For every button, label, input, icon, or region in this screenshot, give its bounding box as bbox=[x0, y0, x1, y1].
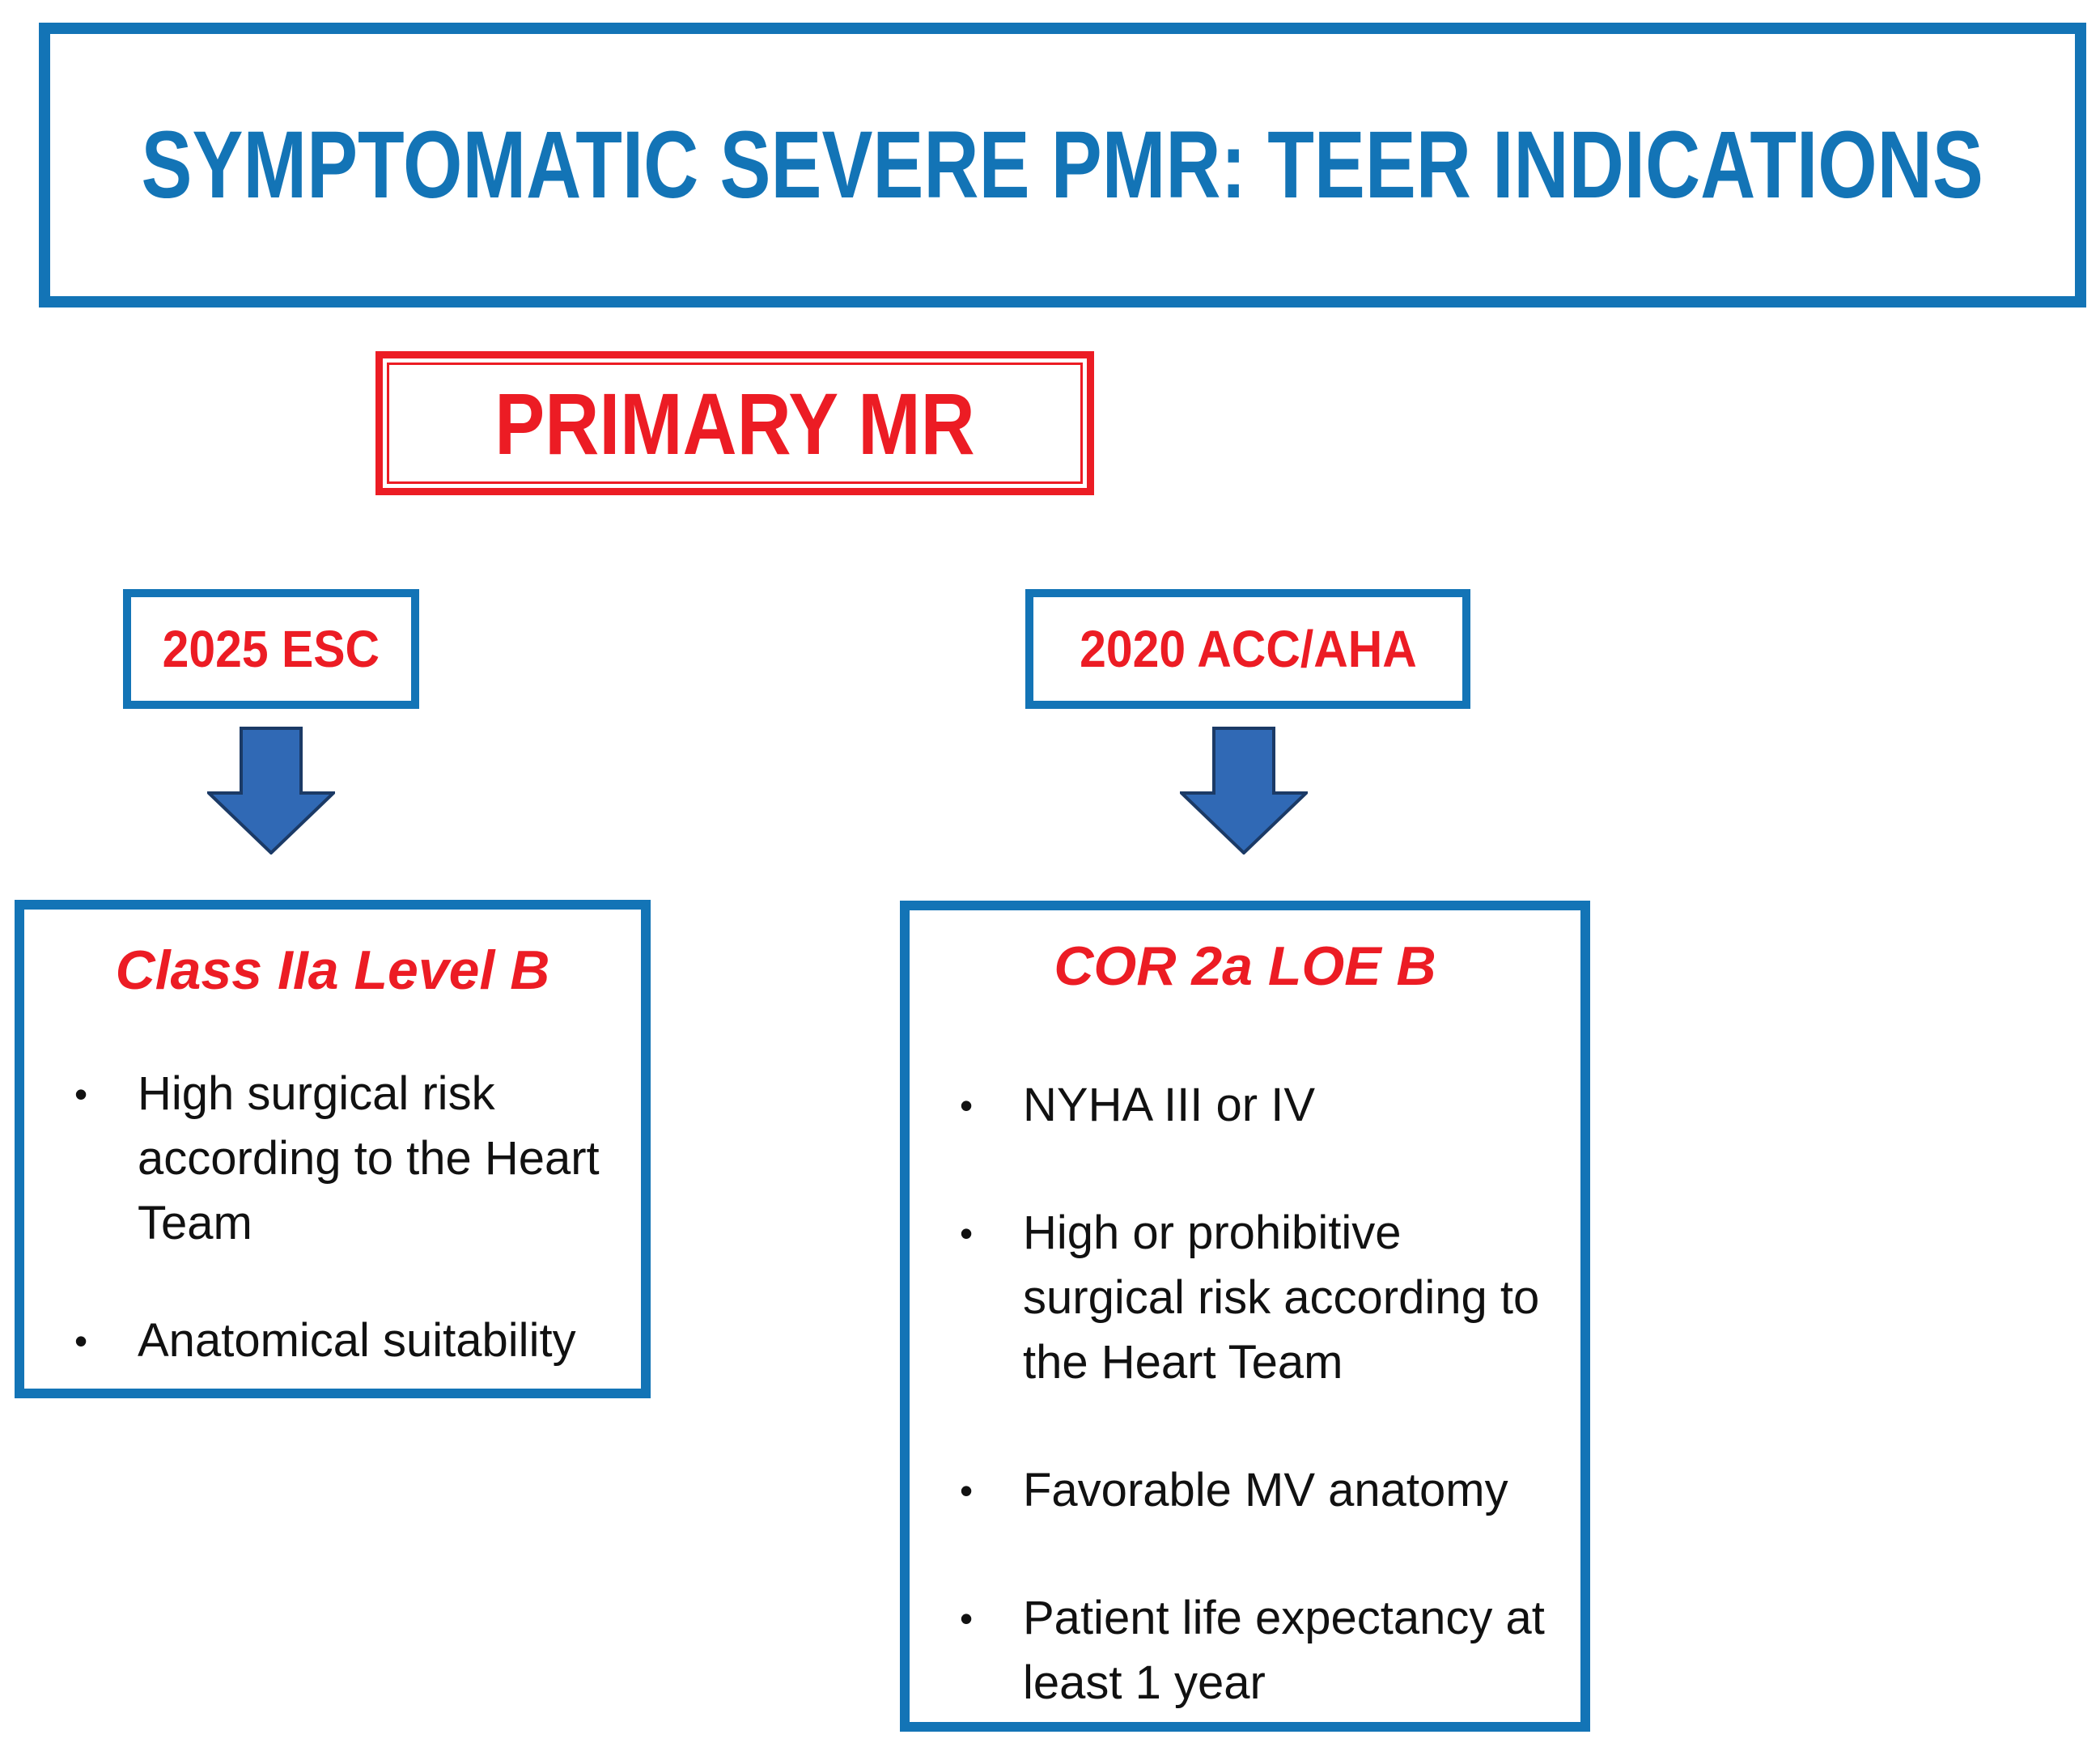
list-item: • Anatomical suitability bbox=[53, 1308, 612, 1373]
bullet-dot-icon: • bbox=[74, 1073, 88, 1115]
bullet-dot-icon: • bbox=[960, 1469, 974, 1512]
criteria-text: High or prohibitive surgical risk accord… bbox=[1023, 1207, 1540, 1389]
criteria-list-esc: • High surgical risk according to the He… bbox=[53, 1062, 612, 1373]
list-item: • Patient life expectancy at least 1 yea… bbox=[939, 1586, 1551, 1715]
bullet-dot-icon: • bbox=[960, 1212, 974, 1254]
criteria-box-esc: Class IIa Level B • High surgical risk a… bbox=[15, 900, 651, 1398]
recommendation-class-esc: Class IIa Level B bbox=[115, 939, 550, 1001]
criteria-box-acc-aha: COR 2a LOE B • NYHA III or IV • High or … bbox=[900, 901, 1590, 1732]
down-arrow-icon bbox=[207, 727, 335, 855]
title-box: SYMPTOMATIC SEVERE PMR: TEER INDICATIONS bbox=[39, 23, 2086, 307]
criteria-text: High surgical risk according to the Hear… bbox=[138, 1067, 600, 1249]
criteria-text: Favorable MV anatomy bbox=[1023, 1464, 1508, 1516]
guideline-box-esc: 2025 ESC bbox=[123, 589, 419, 709]
page-title: SYMPTOMATIC SEVERE PMR: TEER INDICATIONS bbox=[141, 112, 1984, 218]
bullet-dot-icon: • bbox=[960, 1597, 974, 1639]
criteria-list-acc-aha: • NYHA III or IV • High or prohibitive s… bbox=[939, 1073, 1551, 1715]
list-item: • High or prohibitive surgical risk acco… bbox=[939, 1201, 1551, 1395]
bullet-dot-icon: • bbox=[74, 1320, 88, 1362]
criteria-text: Patient life expectancy at least 1 year bbox=[1023, 1592, 1545, 1709]
list-item: • NYHA III or IV bbox=[939, 1073, 1551, 1138]
guideline-label-esc: 2025 ESC bbox=[162, 620, 380, 678]
criteria-text: NYHA III or IV bbox=[1023, 1079, 1315, 1131]
guideline-box-acc-aha: 2020 ACC/AHA bbox=[1025, 589, 1470, 709]
list-item: • High surgical risk according to the He… bbox=[53, 1062, 612, 1256]
primary-mr-label: PRIMARY MR bbox=[494, 374, 975, 473]
bullet-dot-icon: • bbox=[960, 1084, 974, 1126]
guideline-label-acc-aha: 2020 ACC/AHA bbox=[1079, 620, 1417, 678]
list-item: • Favorable MV anatomy bbox=[939, 1458, 1551, 1523]
recommendation-class-acc-aha: COR 2a LOE B bbox=[1054, 935, 1436, 997]
criteria-text: Anatomical suitability bbox=[138, 1314, 576, 1367]
down-arrow-icon bbox=[1180, 727, 1308, 855]
primary-mr-box: PRIMARY MR bbox=[375, 351, 1094, 495]
